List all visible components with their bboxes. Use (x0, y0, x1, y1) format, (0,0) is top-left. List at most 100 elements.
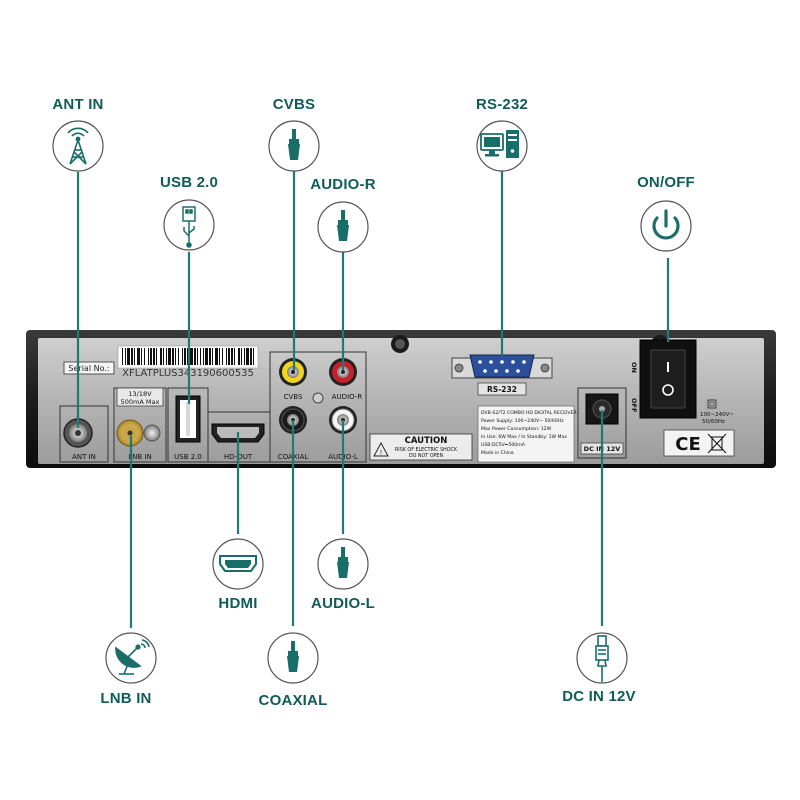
barcode-bar (197, 348, 198, 365)
barcode-bar (238, 348, 240, 365)
audio-r-port[interactable] (329, 358, 357, 386)
svg-text:!: ! (380, 450, 382, 457)
rs232-pin (505, 369, 509, 373)
callout-label-audio-l: AUDIO-L (311, 595, 375, 612)
hdmi-icon (212, 538, 264, 590)
barcode-bar (137, 348, 140, 365)
receiver-body: Serial No.: XFLATPLUS343190600535 13/18V… (26, 330, 776, 468)
ant-in-frame (59, 405, 109, 463)
spec-line: Max Power Consumption: 12W (481, 426, 552, 432)
barcode-bar (212, 348, 213, 365)
barcode-bar (200, 348, 201, 365)
barcode-bar (222, 348, 223, 365)
screw (312, 392, 324, 404)
barcode-bar (127, 348, 130, 365)
rca-plug-icon (317, 201, 369, 253)
rs232-label-box (477, 382, 527, 396)
barcode-bar (246, 348, 249, 365)
barcode-bar (160, 348, 162, 365)
spec-sticker: DVB-S2/T2 COMBO HD DIGITAL RECEIVER Powe… (477, 405, 577, 463)
barcode-bar (209, 348, 211, 365)
barcode-bar (131, 348, 133, 365)
rs232-pin (483, 369, 487, 373)
lnb-spec-2: 500mA Max (121, 398, 160, 406)
callout-label-lnb-in: LNB IN (100, 690, 152, 707)
rs232-pin (489, 360, 493, 364)
port-label-cvbs: CVBS (284, 393, 303, 401)
barcode-bar (253, 348, 254, 365)
barcode-bar (175, 348, 176, 365)
power-icon (640, 200, 692, 252)
caution-line-1: RISK OF ELECTRIC SHOCK (395, 447, 458, 453)
barcode-bar (134, 348, 135, 365)
double-insulation-icon (707, 399, 717, 409)
voltage-line-1: 100~240V~ (700, 412, 734, 418)
barcode-bar (226, 348, 227, 365)
spec-line: Power Supply: 100~240V~ 50/60Hz (481, 418, 564, 424)
port-label-lnb-in: LNB IN (128, 453, 151, 461)
caution-line-2: DO NOT OPEN (409, 453, 444, 459)
barcode (122, 348, 254, 365)
lnb-spec-1: 13/18V (128, 390, 152, 398)
barcode-bar (156, 348, 157, 365)
port-label-usb: USB 2.0 (174, 453, 202, 461)
switch-off-label: OFF (630, 398, 638, 412)
barcode-bar (144, 348, 145, 365)
callout-label-onoff: ON/OFF (637, 174, 695, 191)
connector-lines (76, 170, 670, 628)
screw (395, 339, 405, 349)
barcode-bar (205, 348, 208, 365)
rca-plug-icon (267, 632, 319, 684)
ce-mark: CE (675, 434, 701, 455)
satellite-dish-icon (105, 632, 157, 684)
port-label-rs232: RS-232 (487, 385, 517, 394)
spec-line: Made in China (481, 450, 514, 456)
spec-line: DVB-S2/T2 COMBO HD DIGITAL RECEIVER (481, 410, 577, 416)
switch-on-label: ON (630, 362, 638, 373)
rs232-pin (511, 360, 515, 364)
cvbs-port[interactable] (279, 358, 307, 386)
rca-plug-icon (268, 120, 320, 172)
power-switch[interactable] (639, 339, 697, 419)
callout-label-audio-r: AUDIO-R (310, 176, 376, 193)
barcode-bar (125, 348, 126, 365)
rs232-port[interactable] (451, 354, 553, 379)
port-label-audio-r: AUDIO-R (332, 393, 363, 401)
barcode-bar (178, 348, 179, 365)
dc-in-port[interactable] (585, 393, 619, 425)
barcode-bar (172, 348, 174, 365)
caution-label: ! CAUTION RISK OF ELECTRIC SHOCK DO NOT … (369, 433, 473, 461)
barcode-bar (203, 348, 204, 365)
callout-label-cvbs: CVBS (272, 96, 316, 113)
callout-label-usb: USB 2.0 (159, 174, 219, 191)
barcode-bar (250, 348, 252, 365)
barcode-bar (122, 348, 123, 365)
barcode-bar (215, 348, 218, 365)
callout-icons (52, 120, 692, 684)
barcode-bar (194, 348, 196, 365)
barcode-bar (184, 348, 186, 365)
rca-plug-icon (317, 538, 369, 590)
lnb-spec-box (116, 387, 164, 407)
barcode-bar (187, 348, 188, 365)
barcode-bar (234, 348, 235, 365)
barcode-bar (244, 348, 245, 365)
usb-icon (163, 199, 215, 251)
antenna-icon (52, 120, 104, 172)
barcode-bar (153, 348, 155, 365)
rs232-pin (516, 369, 520, 373)
port-label-ant-in: ANT IN (72, 453, 96, 461)
lnb-in-port[interactable] (116, 419, 161, 447)
usb-port[interactable] (175, 395, 201, 443)
spec-line: In Use: 6W Max / In Standby: 1W Max (481, 434, 567, 440)
callout-label-hdmi: HDMI (218, 595, 258, 612)
serial-label: Serial No.: (68, 364, 109, 373)
barcode-bar (231, 348, 233, 365)
dc-plug-icon (576, 632, 628, 684)
rs232-pin (522, 360, 526, 364)
rs232-pin (500, 360, 504, 364)
av-frame (269, 351, 367, 463)
serial-label-box (63, 361, 115, 375)
callout-label-ant-in: ANT IN (52, 96, 104, 113)
